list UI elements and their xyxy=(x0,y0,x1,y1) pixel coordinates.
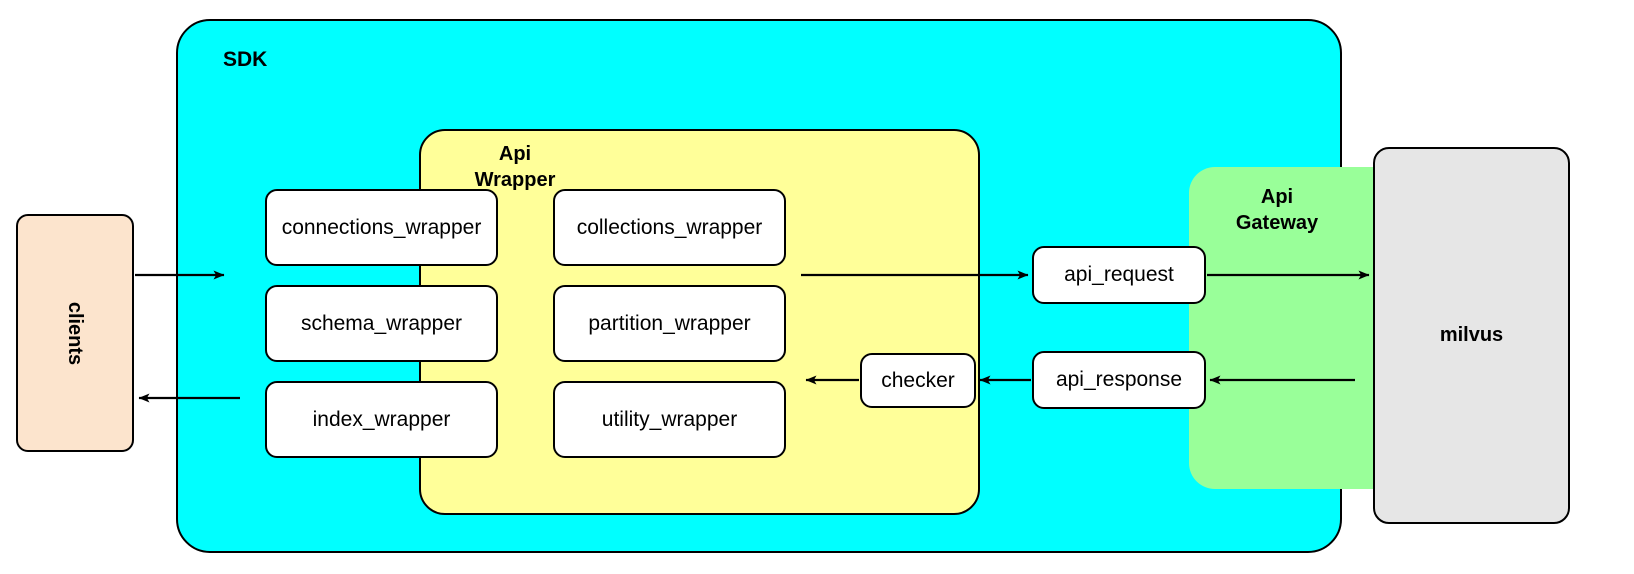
node-checker-label: checker xyxy=(881,368,955,392)
node-index-wrapper-label: index_wrapper xyxy=(312,407,451,431)
container-api-gateway-label: Api Gateway xyxy=(1235,186,1319,234)
node-utility-wrapper[interactable]: utility_wrapper xyxy=(553,381,786,458)
node-connections-wrapper-label: connections_wrapper xyxy=(281,215,482,239)
node-collections-wrapper[interactable]: collections_wrapper xyxy=(553,189,786,266)
node-milvus[interactable]: milvus xyxy=(1373,147,1570,524)
node-index-wrapper[interactable]: index_wrapper xyxy=(265,381,498,458)
node-clients[interactable]: clients xyxy=(16,214,134,452)
container-api-wrapper-label: Api Wrapper xyxy=(474,143,556,191)
node-schema-wrapper-label: schema_wrapper xyxy=(300,311,463,335)
node-connections-wrapper[interactable]: connections_wrapper xyxy=(265,189,498,266)
node-utility-wrapper-label: utility_wrapper xyxy=(601,407,738,431)
node-api-request[interactable]: api_request xyxy=(1032,246,1206,304)
node-partition-wrapper[interactable]: partition_wrapper xyxy=(553,285,786,362)
container-sdk-label: SDK xyxy=(223,48,268,71)
node-schema-wrapper[interactable]: schema_wrapper xyxy=(265,285,498,362)
node-clients-label: clients xyxy=(64,301,87,365)
node-partition-wrapper-label: partition_wrapper xyxy=(588,311,751,335)
node-api-response[interactable]: api_response xyxy=(1032,351,1206,409)
node-api-request-label: api_request xyxy=(1064,263,1174,286)
node-checker[interactable]: checker xyxy=(860,353,976,408)
node-milvus-label: milvus xyxy=(1439,324,1504,346)
node-api-response-label: api_response xyxy=(1055,368,1183,391)
node-collections-wrapper-label: collections_wrapper xyxy=(576,215,763,239)
